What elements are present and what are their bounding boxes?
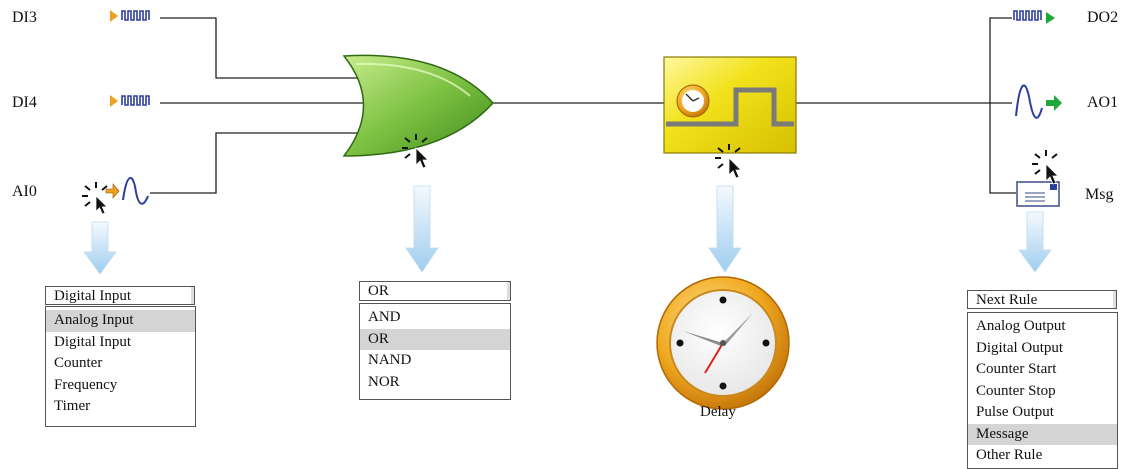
connection-wires <box>150 17 1016 194</box>
dropdown-option[interactable]: Analog Output <box>976 318 1066 334</box>
input-type-select[interactable]: Digital Input <box>45 286 195 305</box>
di3-label: DI3 <box>12 9 37 26</box>
dropdown-option[interactable]: Timer <box>54 398 91 414</box>
msg-message-icon[interactable] <box>1016 181 1060 207</box>
output-down-arrow-icon <box>1018 211 1052 273</box>
dropdown-option[interactable]: Frequency <box>54 376 118 393</box>
dropdown-option[interactable]: NOR <box>368 373 400 390</box>
di3-pulse-train-icon[interactable] <box>110 10 150 22</box>
gate-click-indicator-icon <box>401 133 429 169</box>
ao1-label: AO1 <box>1087 94 1119 111</box>
dropdown-option[interactable]: Counter Stop <box>976 382 1056 399</box>
dropdown-option[interactable]: Analog Input <box>46 310 195 332</box>
output-click-indicator-icon <box>1031 149 1059 185</box>
do2-pulse-train-icon[interactable] <box>1013 10 1055 24</box>
dropdown-option[interactable]: Pulse Output <box>976 404 1054 420</box>
dropdown-option[interactable]: Message <box>968 423 1117 445</box>
di4-pulse-train-icon[interactable] <box>110 95 150 107</box>
gate-down-arrow-icon <box>405 185 439 273</box>
dropdown-option[interactable]: Counter <box>54 355 103 371</box>
dropdown-option[interactable]: Digital Output <box>976 339 1064 356</box>
msg-label: Msg <box>1085 186 1114 203</box>
delay-click-indicator-icon <box>714 143 742 179</box>
dropdown-option[interactable]: OR <box>360 328 510 350</box>
next-rule-select[interactable]: Next Rule <box>967 290 1117 309</box>
clock-icon <box>656 276 790 410</box>
ao1-analog-wave-icon[interactable] <box>1015 84 1062 119</box>
dropdown-option[interactable]: NAND <box>368 352 412 368</box>
ai0-click-indicator-icon <box>81 181 108 215</box>
dropdown-option[interactable]: Other Rule <box>976 447 1043 463</box>
dropdown-option[interactable]: AND <box>368 309 401 325</box>
delay-block-icon[interactable] <box>663 56 797 154</box>
ai0-label: AI0 <box>12 183 37 200</box>
input-down-arrow-icon <box>83 221 117 275</box>
di4-label: DI4 <box>12 94 37 111</box>
or-gate-icon[interactable] <box>342 54 495 157</box>
ai0-analog-wave-icon[interactable] <box>105 177 149 205</box>
do2-label: DO2 <box>1087 9 1119 26</box>
dropdown-option[interactable]: Counter Start <box>976 361 1057 377</box>
delay-label: Delay <box>700 404 736 420</box>
logic-operator-select[interactable]: OR <box>359 281 511 301</box>
delay-down-arrow-icon <box>708 185 742 273</box>
logic-operator-option-list: AND OR NAND NOR <box>359 303 511 400</box>
dropdown-option[interactable]: Digital Input <box>54 333 132 350</box>
